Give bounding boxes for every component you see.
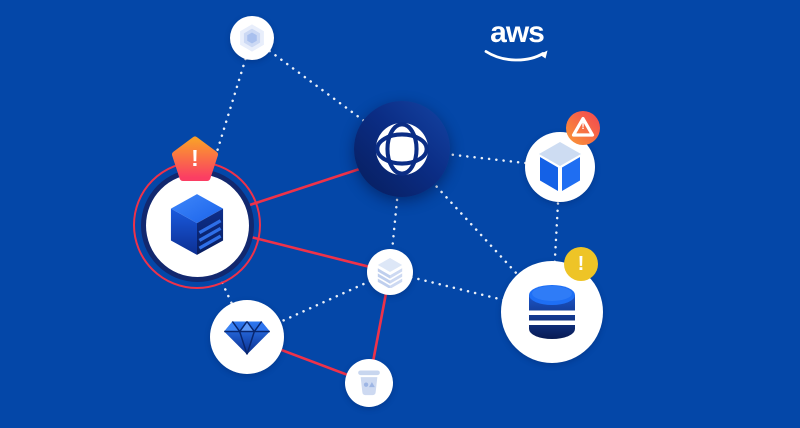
pentagon-alert-icon [172, 136, 218, 181]
hexagon-icon [240, 24, 264, 52]
cube-icon [539, 142, 581, 191]
diamond-node [210, 300, 284, 374]
hexagon-node [230, 16, 274, 60]
globe-node [354, 101, 450, 197]
layers-node [367, 249, 413, 295]
database-icon [527, 285, 577, 339]
trash-node [345, 359, 393, 407]
server-alert-glyph: ! [191, 145, 199, 171]
globe-icon [375, 122, 429, 176]
server-cube-icon [170, 194, 224, 255]
server-node-alert-ring [133, 161, 261, 289]
server-node [145, 173, 249, 277]
server-alert-badge: ! [172, 136, 218, 182]
trash-icon [358, 370, 380, 396]
server-node-inner-ring [140, 168, 254, 282]
warning-triangle-icon [571, 116, 595, 137]
cube-warning-badge: ! [566, 111, 600, 145]
database-warning-glyph: ! [577, 252, 585, 275]
dotted-link-cube-database [550, 165, 562, 314]
diamond-icon [224, 321, 270, 355]
aws-logo: aws [482, 18, 552, 64]
database-warning-badge: ! [564, 247, 598, 281]
aws-smile-icon [484, 50, 548, 62]
cube-warning-glyph: ! [581, 121, 585, 132]
layers-icon [377, 257, 403, 288]
aws-logo-text: aws [490, 16, 545, 49]
